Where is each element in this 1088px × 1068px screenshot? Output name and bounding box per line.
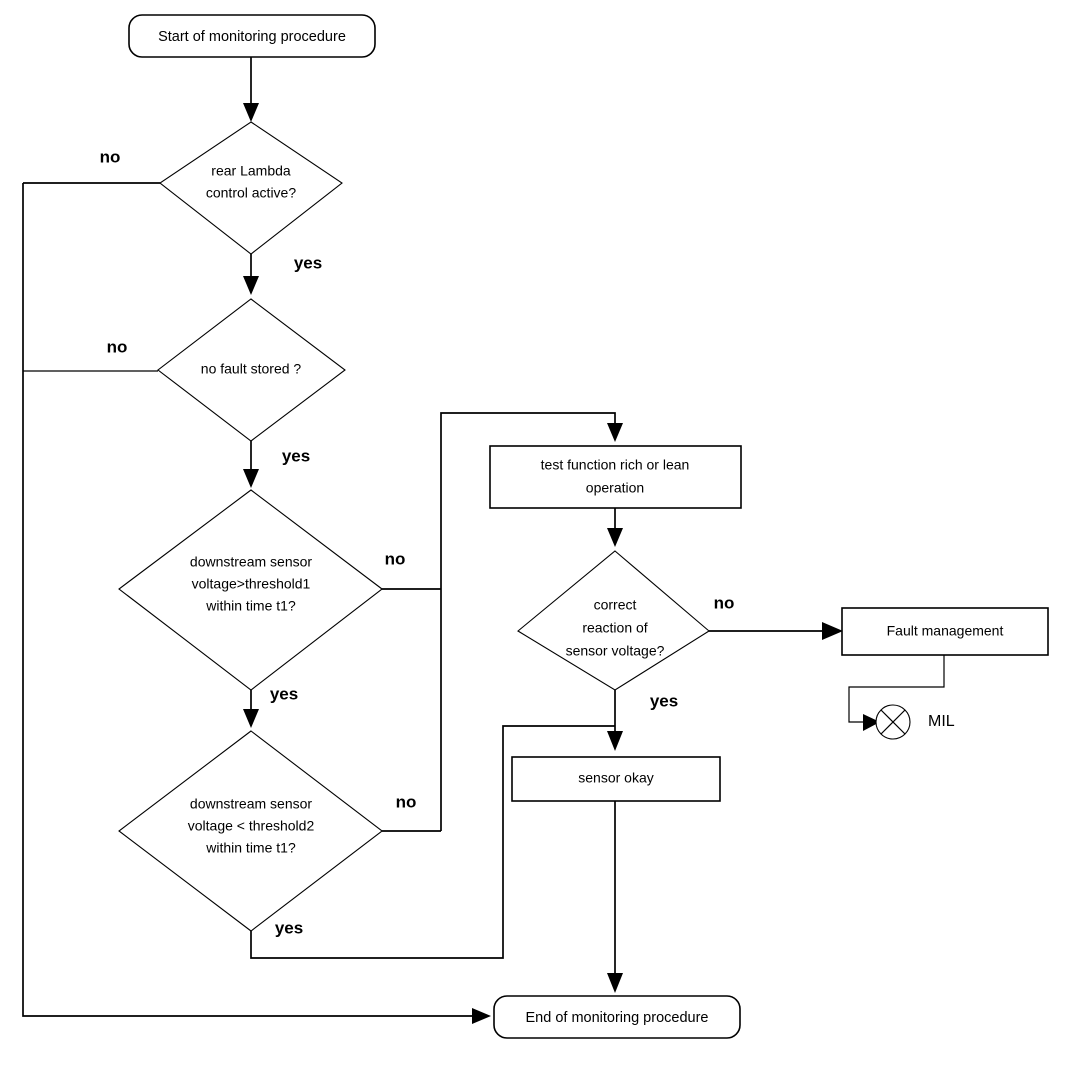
node-end: End of monitoring procedure — [493, 995, 741, 1039]
node-threshold1-line1: downstream sensor — [190, 554, 313, 570]
edge-threshold1-yes — [243, 690, 259, 728]
edge-rear-lambda-yes — [243, 254, 259, 295]
node-threshold1-line3: within time t1? — [205, 598, 296, 614]
branch-label-threshold2-no: no — [396, 792, 417, 811]
node-process-fault-management: Fault management — [841, 607, 1049, 656]
node-process-sensor-okay: sensor okay — [511, 756, 721, 802]
node-start: Start of monitoring procedure — [128, 14, 376, 58]
edge-start-to-rear-lambda — [243, 57, 259, 122]
node-test-function-line1: test function rich or lean — [541, 457, 690, 473]
node-correct-reaction-line2: reaction of — [582, 620, 647, 636]
node-decision-no-fault: no fault stored ? — [157, 298, 346, 442]
edge-riser-to-test-function — [440, 412, 623, 831]
node-process-test-function: test function rich or lean operation — [489, 445, 742, 509]
node-test-function-line2: operation — [586, 480, 644, 496]
edge-left-spine-to-end — [22, 183, 491, 1024]
edge-threshold2-yes — [250, 725, 615, 959]
node-mil-indicator: MIL — [875, 704, 955, 740]
node-fault-management-label: Fault management — [887, 623, 1004, 639]
node-threshold2-line3: within time t1? — [205, 840, 296, 856]
node-no-fault-line1: no fault stored ? — [201, 361, 302, 377]
node-correct-reaction-line1: correct — [594, 597, 637, 613]
edge-fault-management-to-mil — [848, 655, 945, 731]
branch-label-correct-reaction-no: no — [714, 593, 735, 612]
node-rear-lambda-line2: control active? — [206, 185, 296, 201]
node-sensor-okay-label: sensor okay — [578, 770, 653, 786]
node-start-label: Start of monitoring procedure — [158, 29, 346, 45]
edge-no-fault-yes — [243, 441, 259, 488]
node-threshold1-line2: voltage>threshold1 — [192, 576, 311, 592]
node-decision-rear-lambda: rear Lambda control active? — [159, 121, 343, 255]
node-correct-reaction-line3: sensor voltage? — [566, 643, 665, 659]
node-end-label: End of monitoring procedure — [526, 1010, 709, 1026]
edge-correct-reaction-yes — [607, 690, 623, 751]
branch-label-correct-reaction-yes: yes — [650, 691, 678, 710]
branch-label-rear-lambda-yes: yes — [294, 253, 322, 272]
node-threshold2-line2: voltage < threshold2 — [188, 818, 315, 834]
node-mil-label: MIL — [928, 713, 955, 730]
node-rear-lambda-line1: rear Lambda — [211, 163, 291, 179]
branch-label-rear-lambda-no: no — [100, 147, 121, 166]
branch-label-threshold1-no: no — [385, 549, 406, 568]
node-decision-threshold2: downstream sensor voltage < threshold2 w… — [118, 730, 383, 932]
node-threshold2-line1: downstream sensor — [190, 796, 313, 812]
edge-correct-reaction-no — [709, 622, 843, 640]
edge-test-function-to-correct-reaction — [607, 508, 623, 547]
branch-label-no-fault-no: no — [107, 337, 128, 356]
node-decision-correct-reaction: correct reaction of sensor voltage? — [517, 550, 710, 691]
branch-label-threshold2-yes: yes — [275, 918, 303, 937]
branch-label-no-fault-yes: yes — [282, 446, 310, 465]
edge-sensor-okay-to-end — [607, 801, 623, 993]
branch-label-threshold1-yes: yes — [270, 684, 298, 703]
node-decision-threshold1: downstream sensor voltage>threshold1 wit… — [118, 489, 383, 691]
